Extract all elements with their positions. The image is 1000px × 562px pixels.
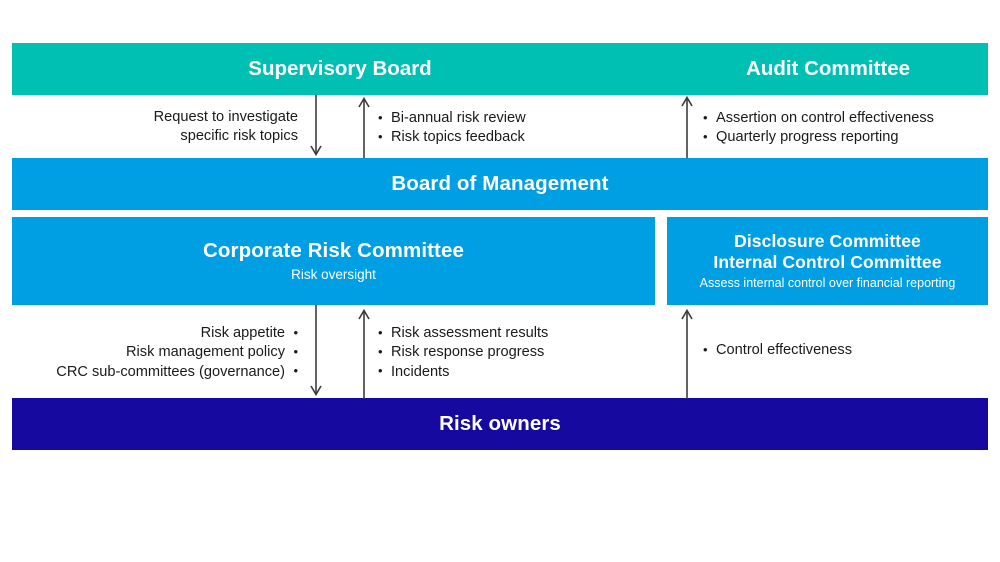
list-item: Risk response progress — [378, 343, 548, 362]
corporate-risk-committee-subtitle: Risk oversight — [291, 266, 376, 282]
flow-list-risk-owners-to-crc: Risk assessment results Risk response pr… — [378, 323, 548, 382]
list-item: Quarterly progress reporting — [703, 128, 934, 147]
list-item: Risk assessment results — [378, 323, 548, 343]
arrow-down-crc-to-risk-owners — [310, 305, 322, 397]
board-of-management-box: Board of Management — [12, 158, 988, 210]
list-item: Incidents — [378, 362, 548, 382]
list-item: Risk appetite — [28, 323, 298, 343]
risk-owners-box: Risk owners — [12, 398, 988, 450]
disclosure-committee-title-line1: Disclosure Committee — [734, 231, 921, 252]
list-item: Control effectiveness — [703, 340, 852, 360]
list-item: CRC sub-committees (governance) — [28, 362, 298, 382]
flow-list-bom-to-ac: Assertion on control effectiveness Quart… — [703, 108, 934, 148]
arrow-down-supervisory-to-board — [310, 95, 322, 157]
board-of-management-title: Board of Management — [391, 171, 609, 195]
list-item: Risk management policy — [28, 343, 298, 362]
flow-list-risk-owners-to-disclosure: Control effectiveness — [703, 340, 852, 360]
audit-committee-title: Audit Committee — [746, 57, 910, 80]
list-item: Bi-annual risk review — [378, 108, 526, 128]
disclosure-committee-title-line2: Internal Control Committee — [713, 252, 942, 272]
list-item: Assertion on control effectiveness — [703, 108, 934, 128]
corporate-risk-committee-title: Corporate Risk Committee — [203, 239, 464, 263]
flow-list-crc-to-risk-owners: Risk appetite Risk management policy CRC… — [28, 323, 298, 382]
arrow-up-risk-owners-to-crc — [358, 308, 370, 399]
arrow-up-risk-owners-to-disclosure — [681, 308, 693, 399]
disclosure-committee-box: Disclosure Committee Internal Control Co… — [667, 217, 988, 305]
arrow-up-board-to-audit — [681, 95, 693, 158]
arrow-up-board-to-supervisory — [358, 96, 370, 158]
supervisory-board-title: Supervisory Board — [248, 57, 432, 80]
flow-note-sb-to-bom: Request to investigate specific risk top… — [153, 109, 298, 145]
list-item: Risk topics feedback — [378, 128, 526, 147]
corporate-risk-committee-box: Corporate Risk Committee Risk oversight — [12, 217, 655, 305]
flow-list-bom-to-sb: Bi-annual risk review Risk topics feedba… — [378, 108, 526, 148]
disclosure-committee-subtitle: Assess internal control over financial r… — [699, 275, 956, 290]
risk-owners-title: Risk owners — [439, 411, 561, 435]
supervisory-board-box: Supervisory Board Audit Committee — [12, 43, 988, 95]
